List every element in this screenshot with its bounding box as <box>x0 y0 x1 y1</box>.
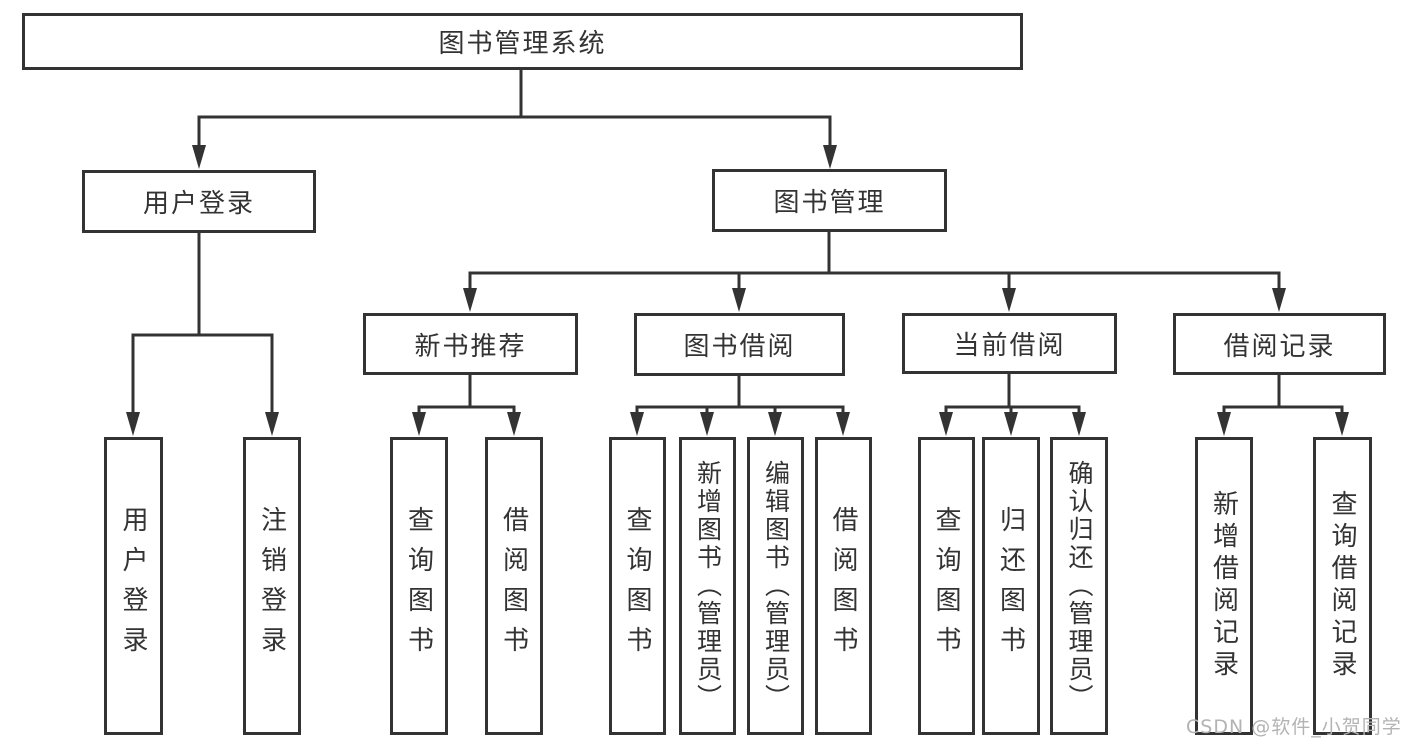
arrow-down-icon <box>1002 288 1016 312</box>
arrow-down-icon <box>265 412 279 436</box>
arrow-down-icon <box>192 145 206 169</box>
leaf-add-books-admin: 新增图书（管理员） <box>679 437 736 735</box>
arrow-down-icon <box>823 145 837 169</box>
leaf-label: 查询图书 <box>622 506 652 666</box>
arrow-down-icon <box>768 412 782 436</box>
csdn-watermark: CSDN @软件_小贺同学 <box>1186 716 1402 738</box>
leaf-label: 查询图书 <box>403 506 434 666</box>
arrow-down-icon <box>939 412 953 436</box>
leaf-label: 确认归还（管理员） <box>1065 460 1094 712</box>
leaf-label: 查询借阅记录 <box>1327 490 1357 682</box>
arrowhead-icons <box>126 145 1349 436</box>
leaf-label: 新增图书（管理员） <box>693 460 723 712</box>
node-book-borrowing: 图书借阅 <box>634 313 845 376</box>
arrow-down-icon <box>463 288 477 312</box>
leaf-query-borrow-record: 查询借阅记录 <box>1313 437 1372 735</box>
arrow-down-icon <box>1004 412 1018 436</box>
leaf-return-books: 归还图书 <box>982 437 1040 735</box>
arrow-down-icon <box>700 412 714 436</box>
node-current-borrowing: 当前借阅 <box>902 313 1117 374</box>
leaf-borrow-books-recommend: 借阅图书 <box>485 437 543 735</box>
leaf-label: 查询图书 <box>931 506 961 666</box>
arrow-down-icon <box>507 412 521 436</box>
arrow-down-icon <box>412 412 426 436</box>
arrow-down-icon <box>1072 412 1086 436</box>
leaf-edit-books-admin: 编辑图书（管理员） <box>747 437 804 735</box>
leaf-label: 注销登录 <box>256 506 287 666</box>
arrow-down-icon <box>126 412 140 436</box>
leaf-add-borrow-record: 新增借阅记录 <box>1195 437 1253 735</box>
arrow-down-icon <box>1272 288 1286 312</box>
leaf-label: 用户登录 <box>118 506 148 666</box>
node-new-book-recommendation: 新书推荐 <box>363 313 578 375</box>
arrow-down-icon <box>630 412 644 436</box>
node-borrowing-records: 借阅记录 <box>1173 313 1386 375</box>
leaf-borrow-books-borrowing: 借阅图书 <box>815 437 872 735</box>
leaf-query-books-recommend: 查询图书 <box>390 437 448 735</box>
leaf-label: 新增借阅记录 <box>1208 490 1239 682</box>
leaf-label: 借阅图书 <box>498 506 529 666</box>
arrow-down-icon <box>732 288 746 312</box>
arrow-down-icon <box>1335 412 1349 436</box>
leaf-query-books-current: 查询图书 <box>918 437 975 735</box>
arrow-down-icon <box>836 412 850 436</box>
leaf-confirm-return-admin: 确认归还（管理员） <box>1050 437 1108 735</box>
node-user-login: 用户登录 <box>82 170 316 233</box>
leaf-label: 借阅图书 <box>828 506 858 666</box>
leaf-logout: 注销登录 <box>243 437 301 735</box>
arrow-down-icon <box>1217 412 1231 436</box>
leaf-label: 编辑图书（管理员） <box>761 460 791 712</box>
node-book-management: 图书管理 <box>712 169 947 232</box>
leaf-user-login: 用户登录 <box>104 437 163 735</box>
leaf-query-books-borrowing: 查询图书 <box>609 437 666 735</box>
leaf-label: 归还图书 <box>995 506 1026 666</box>
node-library-management-system: 图书管理系统 <box>22 13 1023 70</box>
